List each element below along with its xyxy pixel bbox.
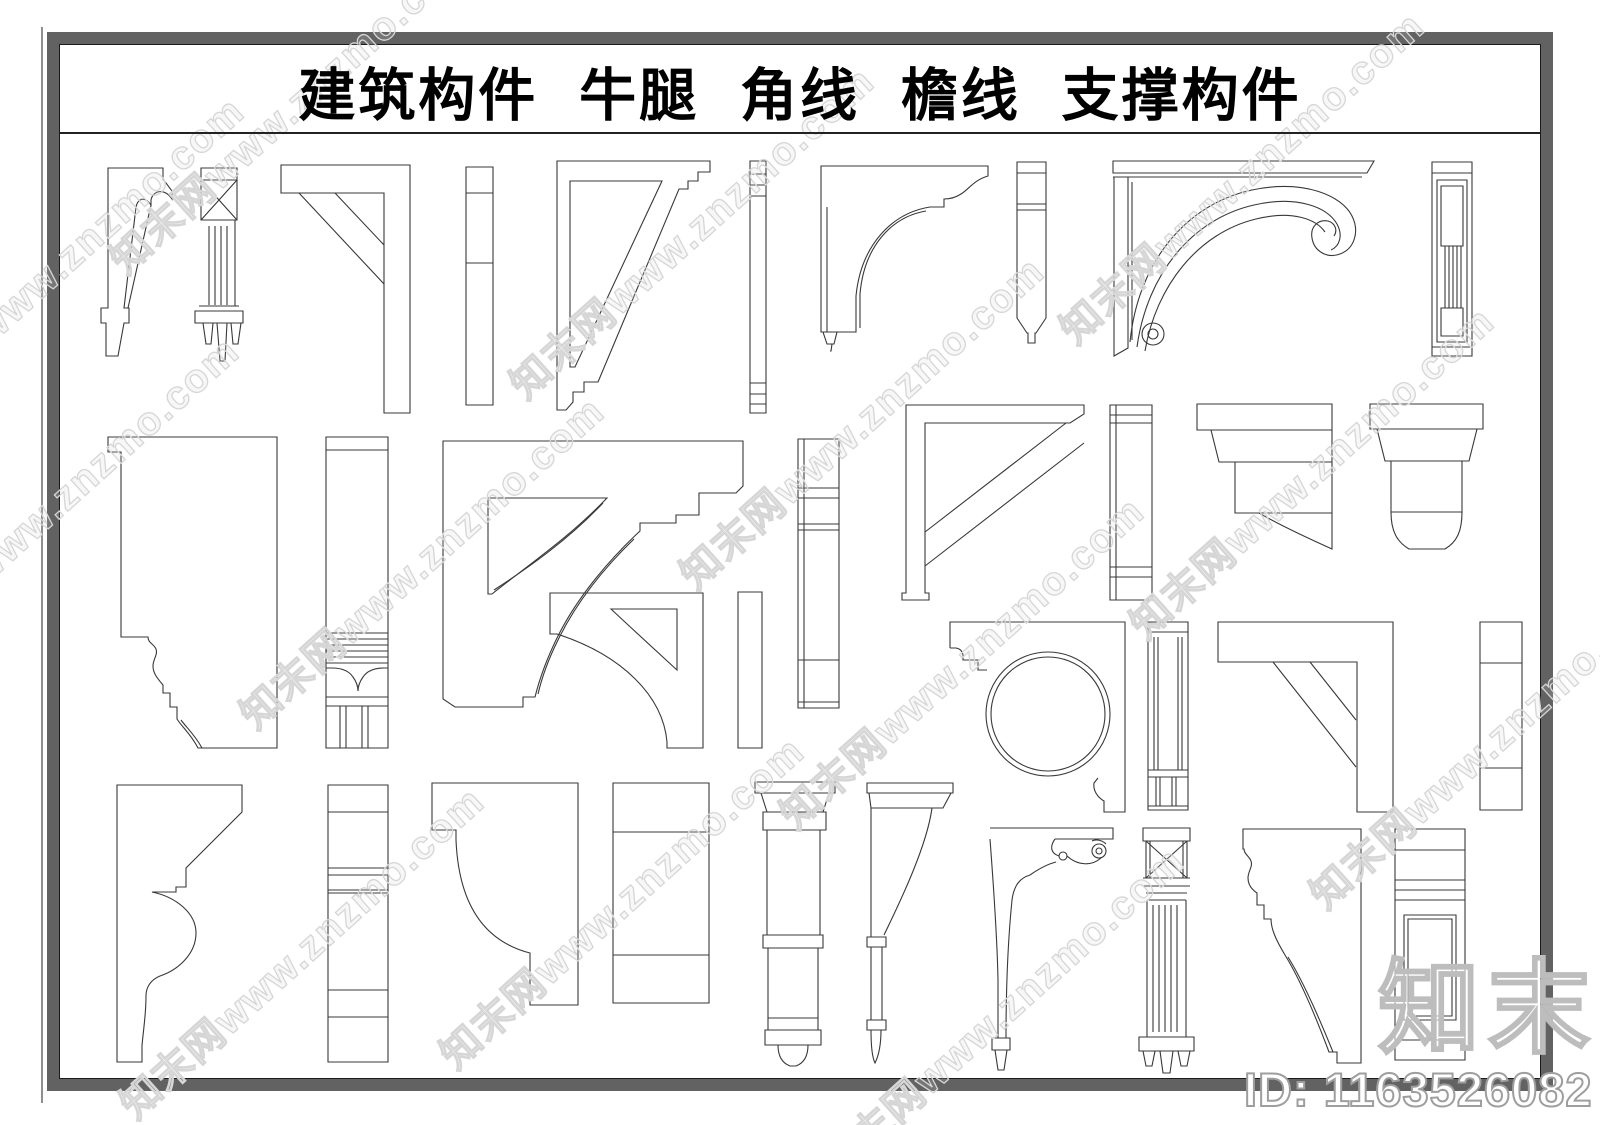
small-fluted-corbel-front	[1138, 827, 1195, 1074]
framed-column-strip	[1147, 621, 1189, 811]
segmented-moulding-strip	[465, 166, 494, 406]
double-curve-corner-bracket	[442, 440, 744, 708]
crown-cornice-profile	[107, 436, 278, 749]
quarter-arc-corner-bracket	[549, 592, 704, 749]
plain-strip	[737, 591, 763, 749]
cove-bracket-profile	[431, 782, 579, 1006]
pencil-drop-finial	[1016, 161, 1047, 344]
corbel-profile-hooked	[100, 167, 173, 357]
plain-banded-pilaster	[327, 784, 389, 1063]
triangular-knee-bracket	[556, 160, 711, 411]
paneled-board	[612, 782, 710, 1004]
ogee-cornice-profile	[116, 784, 243, 1063]
fluted-pilaster-panel	[1431, 161, 1473, 357]
curved-gallows-bracket	[820, 165, 989, 352]
diagonal-gallows-bracket	[1217, 621, 1394, 813]
site-logo-watermark: 知末	[1377, 952, 1598, 1066]
small-banded-column	[1109, 404, 1153, 601]
banded-column-strip	[797, 438, 840, 709]
fluted-corbel-front	[194, 167, 244, 362]
scroll-leg-bracket	[989, 827, 1114, 1071]
ornate-banded-pilaster	[325, 436, 389, 749]
ogee-corbel-profile	[1242, 828, 1362, 1064]
braced-gallows-bracket	[280, 164, 411, 414]
page-title: 建筑构件 牛腿 角线 檐线 支撑构件	[298, 64, 1302, 128]
paneled-pilaster	[1394, 828, 1466, 1061]
title-divider	[60, 132, 1541, 134]
double-braced-bracket	[901, 404, 1085, 601]
circle-cutout-bracket	[949, 621, 1126, 813]
frame-outer-line	[41, 27, 43, 1103]
resource-id-label: ID: 1163526082	[1243, 1063, 1593, 1116]
frame-band	[47, 32, 1553, 1091]
banded-strip	[1479, 621, 1523, 811]
banded-moulding-strip	[749, 160, 767, 414]
stepped-corbel-side	[1196, 403, 1333, 550]
stepped-corbel-front	[1369, 403, 1484, 550]
baluster-column-front	[754, 781, 836, 1067]
volute-scroll-bracket	[1112, 160, 1375, 357]
baluster-column-side	[866, 782, 954, 1065]
